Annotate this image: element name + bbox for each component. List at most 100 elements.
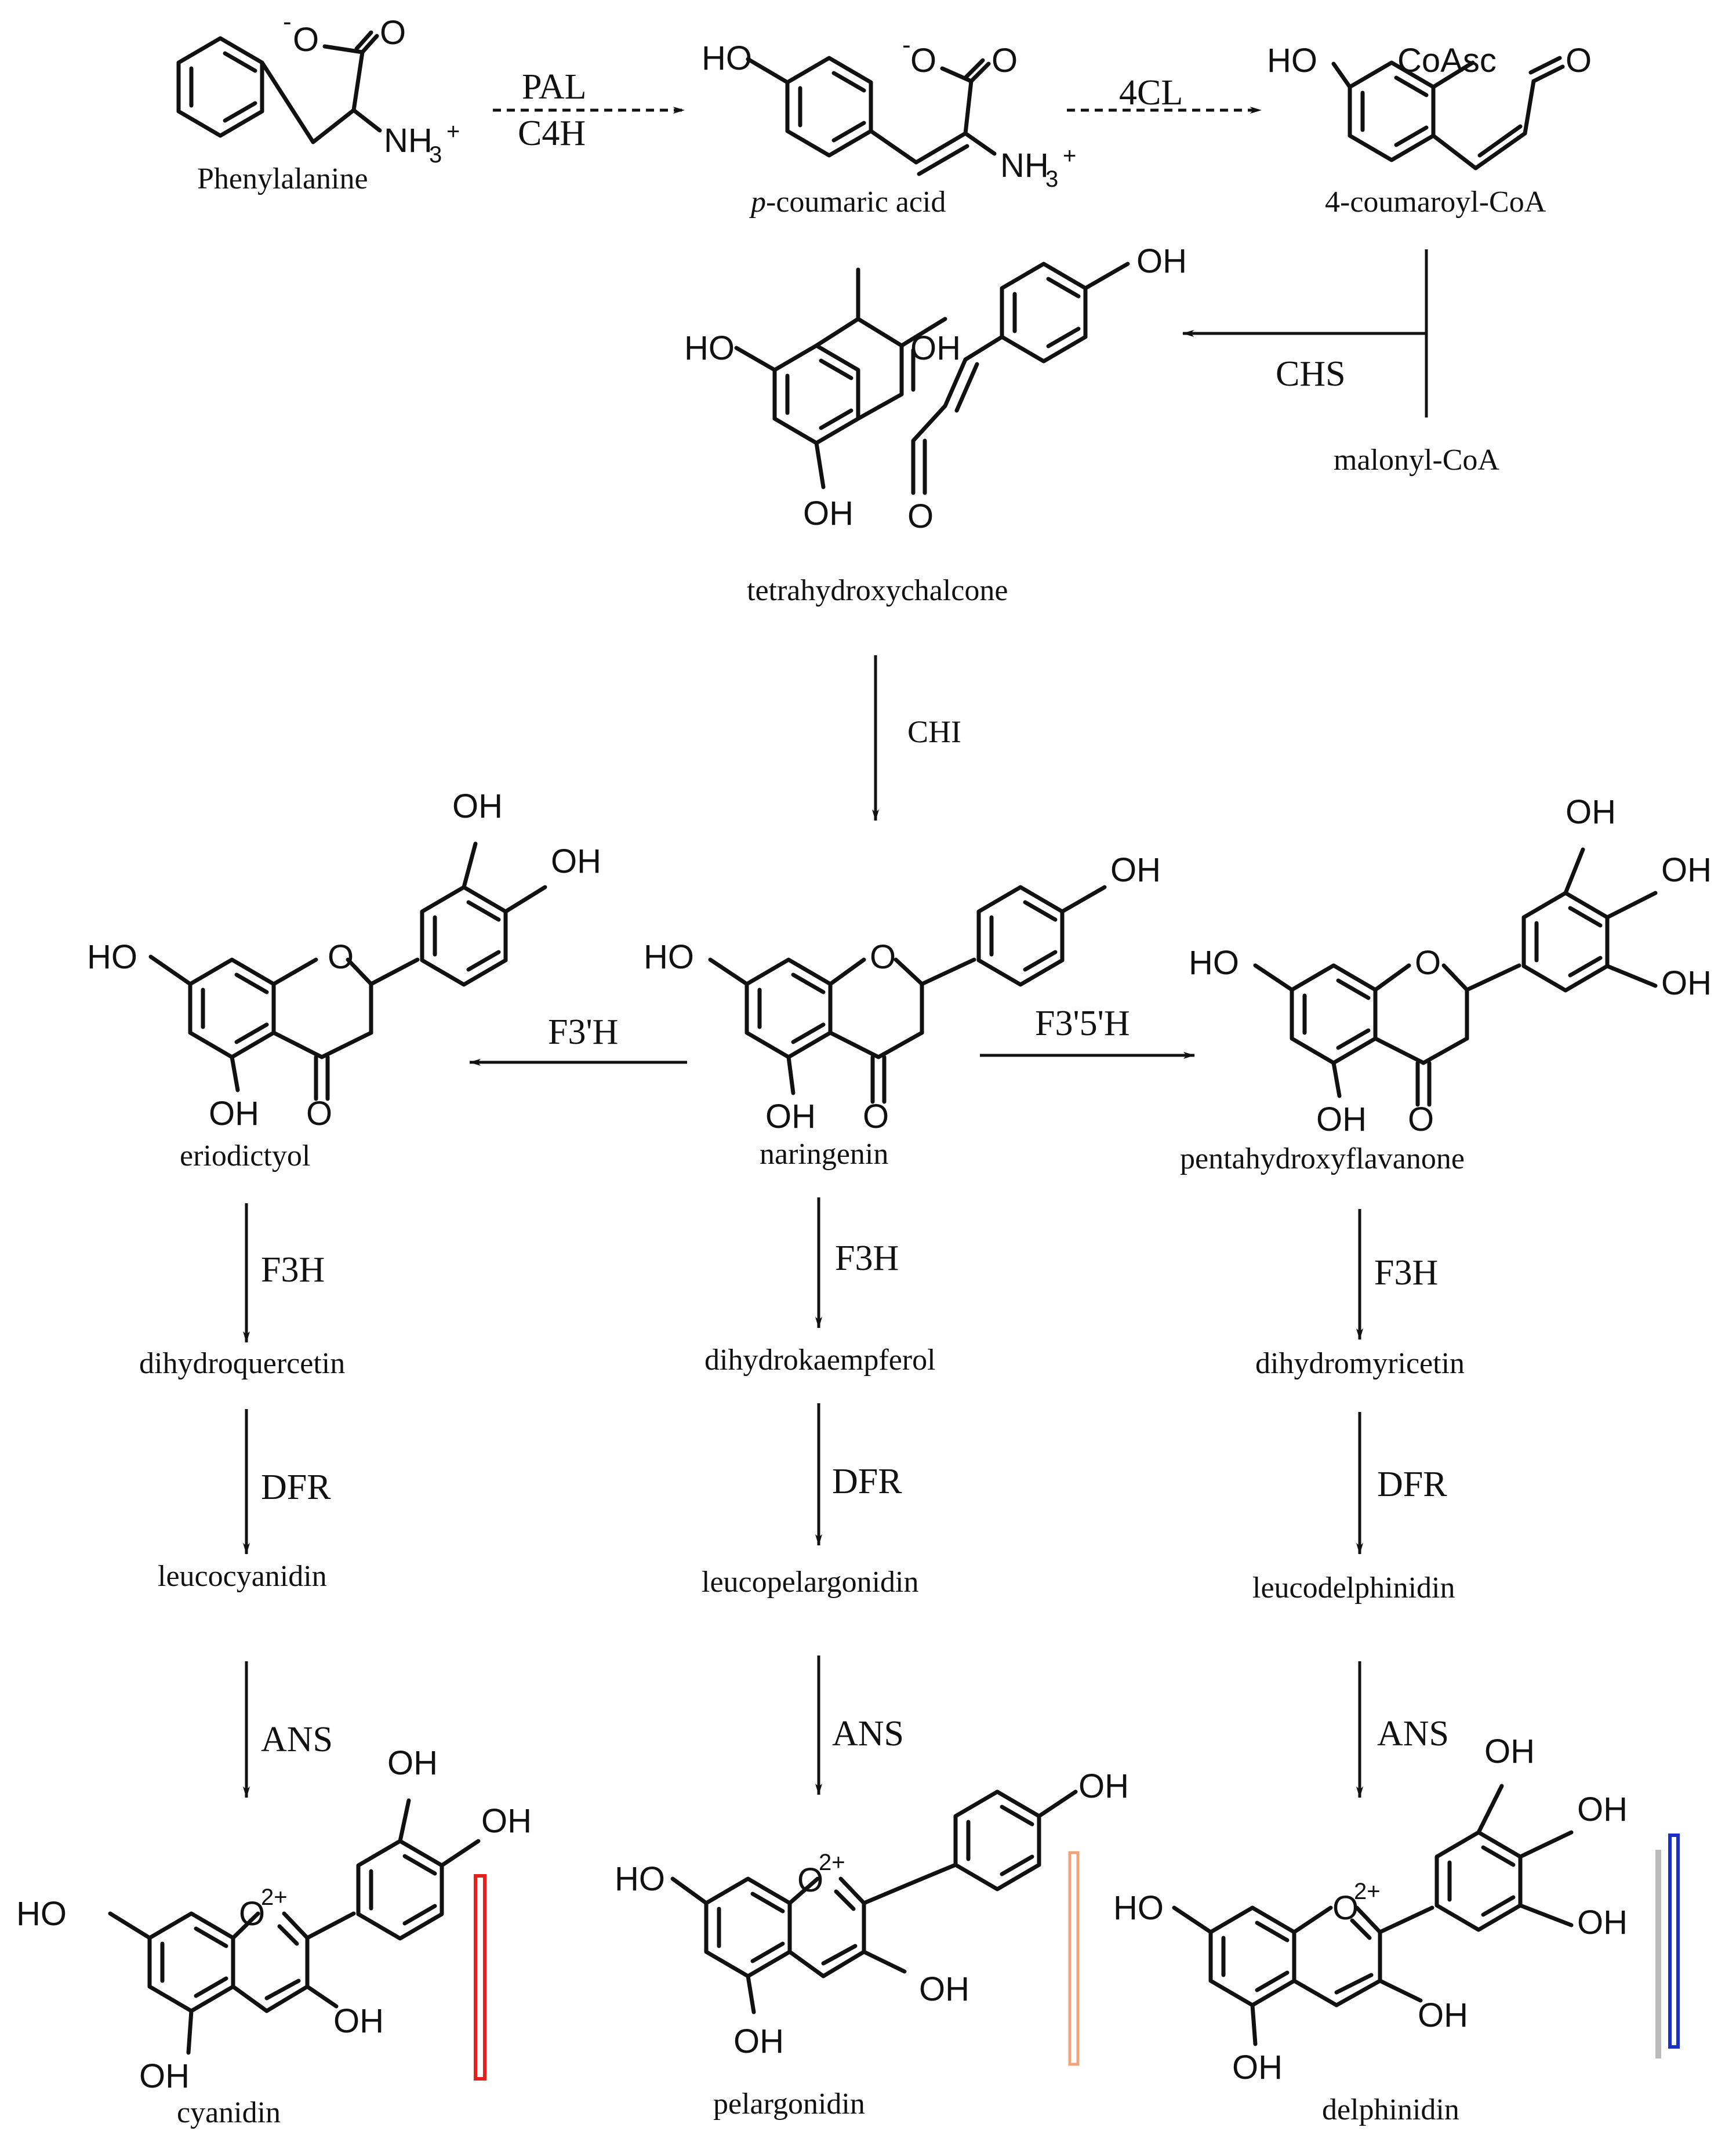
hydroxyl-ho: HO (87, 938, 137, 976)
hydroxyl-oh-a: OH (387, 1744, 438, 1782)
enzyme-dfr-left: DFR (261, 1468, 331, 1507)
label-leucodelphinidin: leucodelphinidin (1252, 1571, 1455, 1604)
label-pelargonidin: pelargonidin (713, 2087, 865, 2121)
plus-charge: + (1063, 143, 1076, 169)
hydroxyl-ho: HO (615, 1860, 665, 1898)
enzyme-chs: CHS (1276, 354, 1346, 394)
hydroxyl-oh-bottom: OH (803, 495, 854, 532)
carbonyl-o: O (1408, 1101, 1434, 1138)
coasc-group: CoAsc (1397, 42, 1497, 79)
carbonyl-o: O (992, 42, 1018, 79)
hydroxyl-ho: HO (1267, 42, 1317, 79)
label-4-coumaroyl-coa: 4-coumaroyl-CoA (1325, 186, 1546, 219)
amine-nh: NH (384, 122, 433, 159)
enzyme-f3h-prime: F3'H (548, 1012, 618, 1052)
naringenin-structure: O HO OH OH O (644, 851, 1161, 1135)
amine-subscript: 3 (1045, 166, 1058, 192)
plus-charge: + (446, 119, 460, 144)
cyanidin-color-bar (474, 1874, 486, 2081)
hydroxyl-oh-b: OH (1577, 1791, 1628, 1828)
carbonyl-o: O (380, 14, 406, 52)
hydroxyl-oh-c: OH (1316, 1101, 1367, 1138)
hydroxyl-oh-5: OH (1232, 2049, 1283, 2086)
hydroxyl-ho: HO (1189, 944, 1239, 982)
enzyme-4cl: 4CL (1119, 73, 1183, 112)
eriodictyol-structure: O HO OH OH OH O (87, 787, 601, 1132)
hydroxyl-ho: HO (702, 39, 752, 77)
hydroxyl-oh-b: OH (1661, 851, 1712, 889)
delphinidin-structure: O 2+ HO OH OH OH OH OH (1113, 1733, 1628, 2086)
hydroxyl-oh-a: OH (1484, 1733, 1535, 1770)
amine-nh: NH (1000, 147, 1049, 184)
delphinidin-color-bar-gray (1655, 1850, 1661, 2059)
hydroxyl-oh-c: OH (209, 1095, 259, 1132)
label-delphinidin: delphinidin (1322, 2093, 1459, 2126)
label-dihydroquercetin: dihydroquercetin (139, 1347, 345, 1380)
ring-o: O (870, 938, 896, 976)
label-leucocyanidin: leucocyanidin (158, 1560, 327, 1593)
enzyme-chi: CHI (907, 714, 961, 749)
label-p-coumaric-acid: p-coumaric acid (749, 186, 946, 219)
label-dihydrokaempferol: dihydrokaempferol (704, 1344, 936, 1377)
carbonyl-o: O (1566, 42, 1592, 79)
pelargonidin-color-bar (1068, 1851, 1080, 2066)
hydroxyl-oh-b: OH (1110, 851, 1161, 889)
carbonyl-o: O (907, 498, 934, 535)
oxonium-o: O (239, 1895, 265, 1933)
cyanidin-structure: O 2+ HO OH OH OH OH (16, 1744, 532, 2095)
hydroxyl-oh-d: OH (1577, 1904, 1628, 1941)
label-dihydromyricetin: dihydromyricetin (1255, 1347, 1465, 1380)
hydroxyl-ho: HO (1113, 1889, 1164, 1927)
minus-charge: - (902, 31, 911, 59)
enzyme-f3h-left: F3H (261, 1250, 325, 1290)
oxonium-charge: 2+ (1354, 1879, 1381, 1904)
hydroxyl-oh-3: OH (1418, 1996, 1468, 2034)
enzyme-f3h-right: F3H (1374, 1253, 1438, 1293)
oxonium-o: O (797, 1861, 823, 1899)
hydroxyl-oh-3: OH (333, 2002, 384, 2040)
hydroxyl-ho: HO (644, 938, 694, 976)
hydroxyl-oh-a: OH (452, 787, 503, 825)
label-malonyl-coa: malonyl-CoA (1334, 444, 1499, 477)
enzyme-dfr-center: DFR (832, 1462, 902, 1501)
enzyme-c4h: C4H (518, 114, 586, 153)
carboxylate-o: O (910, 42, 936, 79)
hydroxyl-oh-5: OH (733, 2023, 784, 2060)
enzyme-dfr-right: DFR (1377, 1465, 1447, 1504)
delphinidin-color-bar (1668, 1834, 1680, 2049)
carbonyl-o: O (863, 1098, 889, 1135)
hydroxyl-ho: HO (16, 1895, 67, 1933)
hydroxyl-oh-b: OH (481, 1802, 532, 1840)
coumaroyl-coa-structure: HO CoAsc O (1267, 42, 1592, 170)
hydroxyl-oh-3: OH (919, 1970, 969, 2008)
minus-charge: - (283, 8, 292, 36)
label-eriodictyol: eriodictyol (180, 1139, 310, 1172)
oxonium-o: O (1332, 1889, 1359, 1927)
enzyme-f35h: F3'5'H (1035, 1004, 1130, 1043)
hydroxyl-oh-5: OH (139, 2057, 190, 2095)
oxonium-charge: 2+ (261, 1885, 288, 1910)
carboxylate-o: O (293, 21, 319, 59)
pentahydroxyflavanone-structure: O HO OH OH OH OH O (1189, 793, 1712, 1138)
oxonium-charge: 2+ (819, 1850, 845, 1875)
hydroxyl-oh-top: OH (910, 329, 961, 367)
enzyme-ans-center: ANS (832, 1714, 904, 1753)
pelargonidin-structure: O 2+ HO OH OH OH (615, 1767, 1129, 2060)
amine-subscript: 3 (429, 142, 442, 168)
enzyme-ans-left: ANS (261, 1720, 333, 1759)
label-tetrahydroxychalcone: tetrahydroxychalcone (747, 574, 1008, 607)
hydroxyl-oh-a: OH (1566, 793, 1616, 831)
hydroxyl-oh-d: OH (1661, 964, 1712, 1002)
label-cyanidin: cyanidin (177, 2096, 281, 2129)
phenylalanine-structure: O O - NH 3 + (176, 8, 460, 168)
enzyme-pal: PAL (522, 67, 586, 107)
enzyme-f3h-center: F3H (835, 1239, 899, 1278)
p-coumaric-acid-structure: HO O O - NH 3 + (702, 31, 1076, 192)
label-naringenin: naringenin (760, 1138, 888, 1171)
tetrahydroxychalcone-structure: HO OH OH OH O (684, 242, 1187, 535)
carbonyl-o: O (306, 1095, 332, 1132)
hydroxyl-ho: HO (684, 329, 735, 367)
hydroxyl-oh-b: OH (1078, 1767, 1129, 1805)
enzyme-ans-right: ANS (1377, 1714, 1449, 1753)
